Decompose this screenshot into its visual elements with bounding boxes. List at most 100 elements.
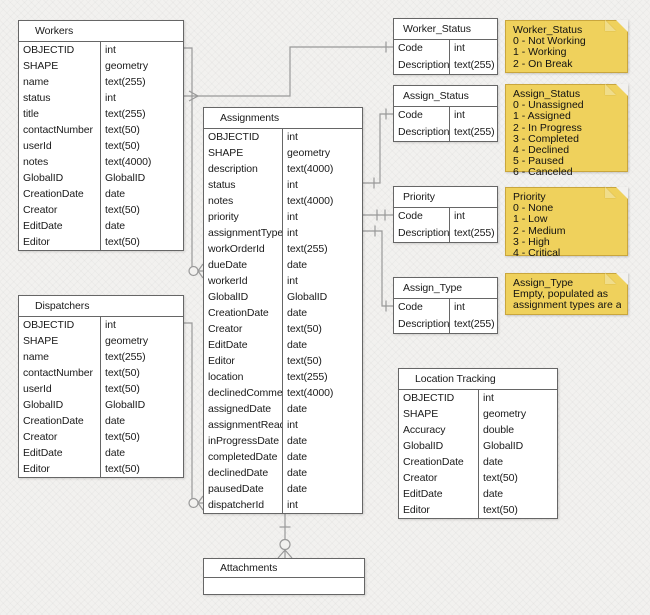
field-type: int — [454, 42, 465, 54]
field-type: date — [483, 488, 504, 500]
field-type: text(50) — [483, 504, 518, 516]
note-line: 1 - Assigned — [513, 111, 571, 123]
entity-title: Priority — [394, 187, 497, 208]
note-line: 1 - Low — [513, 214, 548, 226]
fold-corner-icon — [605, 20, 616, 31]
note-line: 2 - Medium — [513, 225, 566, 237]
field-type: text(4000) — [287, 387, 334, 399]
field-type: int — [287, 419, 298, 431]
entity-title: Assignments — [204, 108, 362, 129]
entity-title: Worker_Status — [394, 19, 497, 40]
note-line: 4 - Critical — [513, 248, 561, 260]
note-line: assignment types are added — [513, 300, 621, 312]
field-name: EditDate — [399, 486, 479, 502]
field-name: declinedDate — [204, 465, 283, 481]
connector-workers-workerstatus[interactable] — [184, 41, 393, 102]
field-type: date — [105, 415, 126, 427]
connector-workers-assignments[interactable] — [184, 47, 204, 279]
field-name: Creator — [19, 202, 101, 218]
field-name: description — [204, 161, 283, 177]
entity-title: Assign_Type — [394, 278, 497, 299]
field-type: text(50) — [105, 140, 140, 152]
field-row: GlobalID GlobalID — [399, 438, 557, 454]
field-name: Editor — [19, 234, 101, 250]
field-type: text(50) — [105, 431, 140, 443]
connector-assignments-priority[interactable] — [363, 209, 393, 221]
field-name: GlobalID — [399, 438, 479, 454]
entity-attachments[interactable]: Attachments — [203, 558, 365, 595]
field-type: GlobalID — [483, 440, 524, 452]
field-name: GlobalID — [19, 397, 101, 413]
field-type: text(255) — [454, 126, 495, 138]
note-line: 2 - In Progress — [513, 122, 582, 134]
field-type: int — [454, 301, 465, 313]
field-name: SHAPE — [204, 145, 283, 161]
connector-assignments-assignstatus[interactable] — [363, 108, 393, 189]
field-name: pausedDate — [204, 481, 283, 497]
field-type: text(50) — [287, 323, 322, 335]
connector-dispatchers-assignments[interactable] — [184, 322, 204, 511]
entity-title: Assign_Status — [394, 86, 497, 107]
field-row: CreationDate date — [204, 305, 362, 321]
fold-corner-icon — [605, 84, 616, 95]
field-name: OBJECTID — [204, 129, 283, 145]
field-name: inProgressDate — [204, 433, 283, 449]
field-name: Description — [394, 225, 450, 242]
field-type: date — [287, 307, 308, 319]
field-name: CreationDate — [204, 305, 283, 321]
field-type: date — [287, 339, 308, 351]
field-type: int — [287, 227, 298, 239]
note-line: 4 - Declined — [513, 145, 570, 157]
connector-assignments-attachments[interactable] — [277, 511, 293, 559]
connector-assignments-assigntype[interactable] — [363, 225, 393, 312]
field-name: OBJECTID — [19, 42, 101, 58]
field-type: date — [105, 447, 126, 459]
field-name: priority — [204, 209, 283, 225]
field-type: date — [287, 451, 308, 463]
field-name: contactNumber — [19, 365, 101, 381]
field-name: completedDate — [204, 449, 283, 465]
field-type: text(255) — [105, 108, 146, 120]
field-name: Code — [394, 107, 450, 124]
field-name: notes — [204, 193, 283, 209]
field-name: name — [19, 74, 101, 90]
field-type: int — [105, 44, 116, 56]
field-type: date — [287, 467, 308, 479]
field-name: declinedComment — [204, 385, 283, 401]
